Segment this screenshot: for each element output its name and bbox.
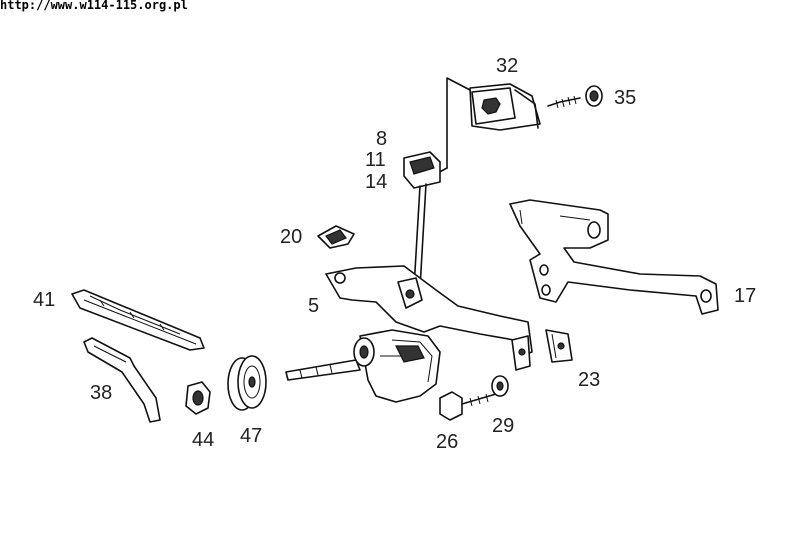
callout-23: 23 — [578, 369, 600, 391]
callout-26: 26 — [436, 431, 458, 453]
callout-11: 11 — [365, 149, 386, 171]
part-38-wiper-arm — [83, 337, 161, 423]
callout-47: 47 — [240, 425, 262, 447]
source-url: http://www.w114-115.org.pl — [0, 0, 188, 12]
part-32-bracket — [446, 77, 541, 169]
callout-44: 44 — [192, 429, 214, 451]
callout-14: 14 — [365, 171, 387, 193]
part-23-clip-nut — [545, 329, 573, 363]
callout-8: 8 — [376, 128, 387, 150]
part-41-wiper-blade — [71, 289, 205, 351]
part-47-cap — [227, 355, 267, 411]
part-5-main-bracket — [285, 265, 533, 403]
part-26-bolt — [439, 391, 497, 421]
callout-29: 29 — [492, 415, 514, 437]
part-20-clip — [317, 225, 355, 249]
part-29-washer — [491, 375, 509, 397]
callout-20: 20 — [280, 226, 302, 248]
callout-5: 5 — [308, 295, 319, 317]
part-44-nut — [185, 381, 211, 415]
callout-17: 17 — [734, 285, 756, 307]
callout-38: 38 — [90, 382, 112, 404]
callout-32: 32 — [496, 55, 518, 77]
callout-35: 35 — [614, 87, 636, 109]
callout-41: 41 — [33, 289, 55, 311]
part-35-screw — [547, 85, 603, 109]
part-8-11-14-clip — [403, 151, 448, 289]
part-17-bracket-arm — [509, 199, 719, 315]
